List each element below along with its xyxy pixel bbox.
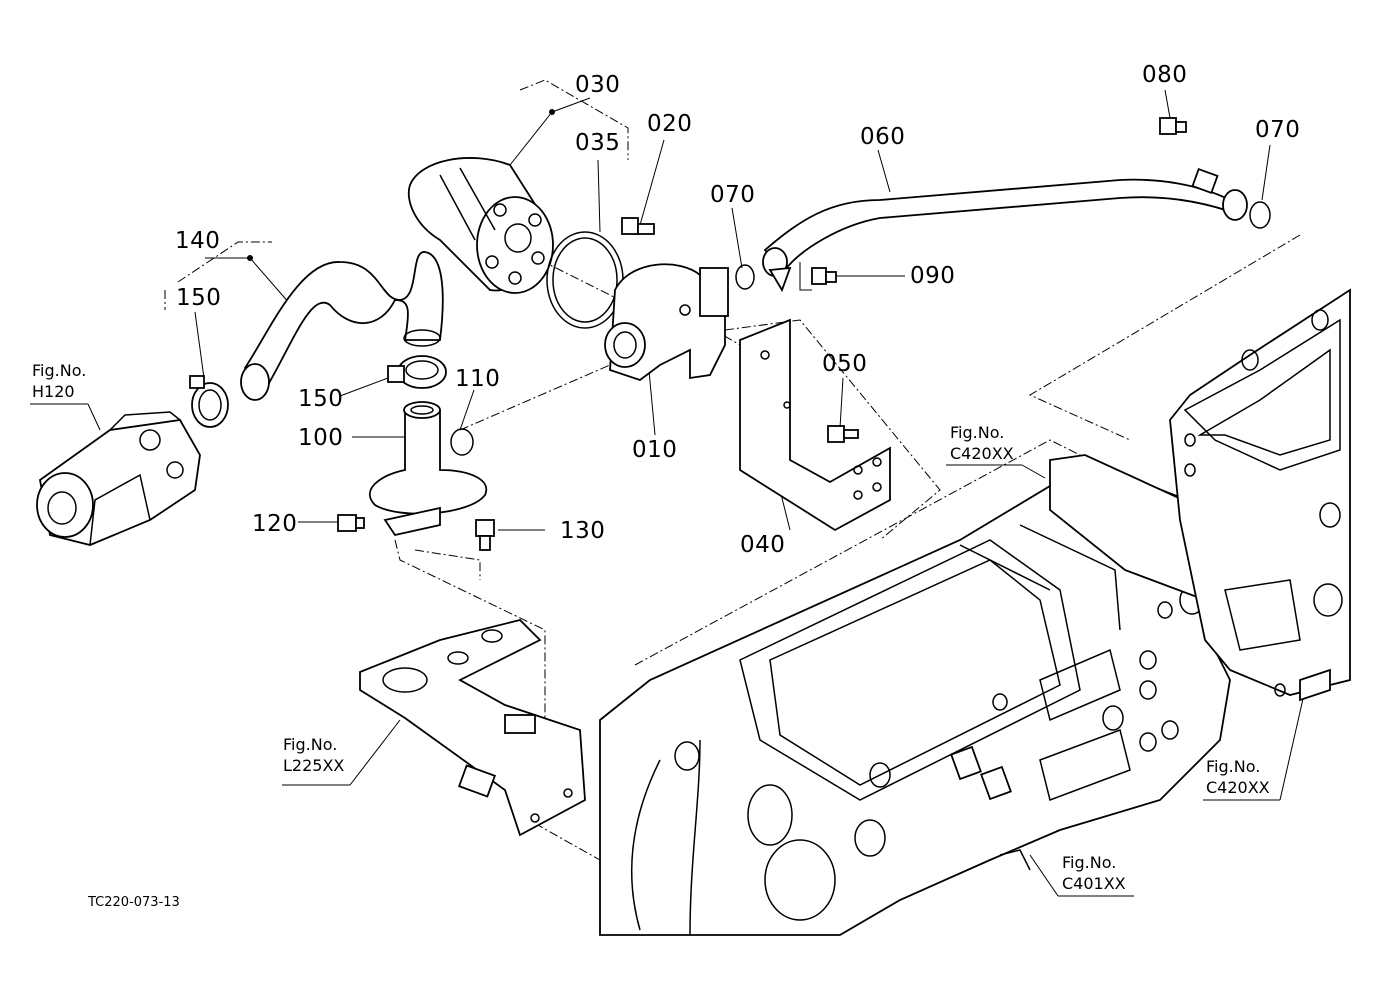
mounting-plate bbox=[359, 619, 586, 837]
label-020: 020 bbox=[647, 111, 693, 137]
figref-c420-right-bottom: C420XX bbox=[1206, 778, 1270, 797]
alignment-lines bbox=[394, 234, 1301, 861]
label-010: 010 bbox=[632, 437, 678, 463]
figref-h120-bottom: H120 bbox=[32, 382, 75, 401]
figref-h120[interactable]: Fig.No. H120 bbox=[32, 360, 86, 402]
figref-c420-top[interactable]: Fig.No. C420XX bbox=[950, 422, 1014, 464]
return-pipe bbox=[762, 167, 1248, 293]
figref-c401-bottom: C401XX bbox=[1062, 874, 1126, 893]
label-140: 140 bbox=[175, 228, 221, 254]
suction-hose bbox=[240, 251, 444, 401]
leader-lines bbox=[30, 79, 1306, 897]
o-ring-070-left bbox=[735, 264, 755, 290]
label-040: 040 bbox=[740, 532, 786, 558]
label-110: 110 bbox=[455, 366, 501, 392]
hydraulic-pump bbox=[36, 411, 201, 546]
label-130: 130 bbox=[560, 518, 606, 544]
label-100: 100 bbox=[298, 425, 344, 451]
o-ring-070-right bbox=[1249, 201, 1271, 229]
suction-pipe bbox=[368, 401, 488, 537]
figref-c420-top-top: Fig.No. bbox=[950, 423, 1005, 442]
label-150-center: 150 bbox=[298, 386, 344, 412]
label-090: 090 bbox=[910, 263, 956, 289]
label-050: 050 bbox=[822, 351, 868, 377]
figref-c420-top-bottom: C420XX bbox=[950, 444, 1014, 463]
filter-head bbox=[604, 263, 729, 382]
bolt-130 bbox=[475, 519, 495, 551]
bolt-080 bbox=[1159, 117, 1187, 135]
label-080: 080 bbox=[1142, 62, 1188, 88]
hose-clamp-left bbox=[189, 375, 229, 428]
rear-case bbox=[1169, 288, 1351, 702]
figref-c401[interactable]: Fig.No. C401XX bbox=[1062, 852, 1126, 894]
hose-clamp-center bbox=[387, 355, 447, 389]
figref-l225-top: Fig.No. bbox=[283, 735, 338, 754]
bolt-020 bbox=[621, 217, 655, 235]
transmission-case bbox=[599, 454, 1231, 936]
label-120: 120 bbox=[252, 511, 298, 537]
figref-c401-top: Fig.No. bbox=[1062, 853, 1117, 872]
label-070-right: 070 bbox=[1255, 117, 1301, 143]
figref-l225-bottom: L225XX bbox=[283, 756, 345, 775]
figref-h120-top: Fig.No. bbox=[32, 361, 87, 380]
label-035: 035 bbox=[575, 130, 621, 156]
oil-filter bbox=[407, 157, 554, 294]
gasket-035 bbox=[546, 231, 624, 329]
drawing-code: TC220-073-13 bbox=[88, 895, 180, 910]
figref-c420-right-top: Fig.No. bbox=[1206, 757, 1261, 776]
filter-bracket bbox=[739, 318, 891, 532]
label-030: 030 bbox=[575, 72, 621, 98]
label-150-left: 150 bbox=[176, 285, 222, 311]
bolt-050 bbox=[827, 425, 859, 443]
o-ring-110 bbox=[450, 428, 474, 456]
bolt-090 bbox=[811, 267, 837, 285]
figref-l225[interactable]: Fig.No. L225XX bbox=[283, 734, 344, 776]
bolt-120 bbox=[337, 514, 365, 532]
figref-c420-right[interactable]: Fig.No. C420XX bbox=[1206, 756, 1270, 798]
label-070-left: 070 bbox=[710, 182, 756, 208]
label-060: 060 bbox=[860, 124, 906, 150]
